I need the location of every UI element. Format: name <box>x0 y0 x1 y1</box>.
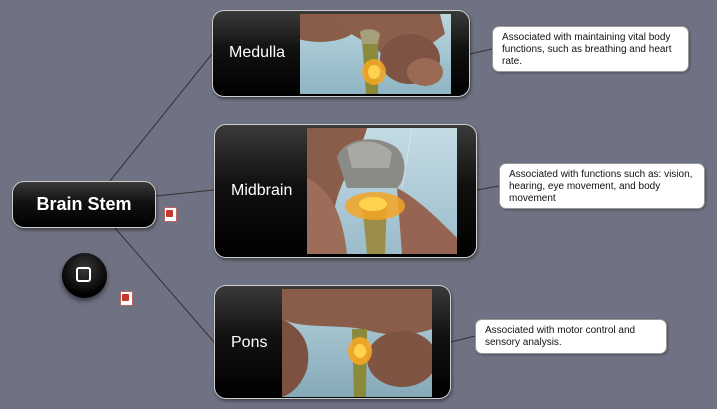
floating-action-button[interactable] <box>62 253 107 298</box>
note-pons: Associated with motor control and sensor… <box>475 319 667 354</box>
root-label: Brain Stem <box>36 194 132 214</box>
medulla-image <box>300 14 451 94</box>
connector-pons-note <box>450 335 476 343</box>
topic-label: Medulla <box>229 44 286 61</box>
topic-medulla[interactable]: Medulla <box>212 10 470 97</box>
connector-root-midbrain <box>155 189 215 197</box>
note-medulla: Associated with maintaining vital body f… <box>492 26 689 72</box>
pons-image <box>282 289 432 397</box>
note-midbrain: Associated with functions such as: visio… <box>499 163 705 209</box>
topic-label: Midbrain <box>231 182 293 199</box>
connector-root-pons <box>114 227 215 343</box>
connector-medulla-note <box>469 48 493 55</box>
topic-label: Pons <box>231 334 268 351</box>
topic-pons[interactable]: Pons <box>214 285 451 399</box>
file-attachment-icon[interactable] <box>120 291 133 306</box>
note-text: Associated with motor control and sensor… <box>485 325 636 348</box>
square-icon <box>76 267 91 282</box>
midbrain-image <box>307 128 457 254</box>
connector-root-medulla <box>109 53 213 182</box>
note-text: Associated with functions such as: visio… <box>509 169 693 204</box>
topic-midbrain[interactable]: Midbrain <box>214 124 477 258</box>
file-attachment-icon[interactable] <box>164 207 177 222</box>
root-node-brain-stem[interactable]: Brain Stem <box>12 181 156 228</box>
connector-midbrain-note <box>476 185 500 191</box>
note-text: Associated with maintaining vital body f… <box>502 32 672 67</box>
